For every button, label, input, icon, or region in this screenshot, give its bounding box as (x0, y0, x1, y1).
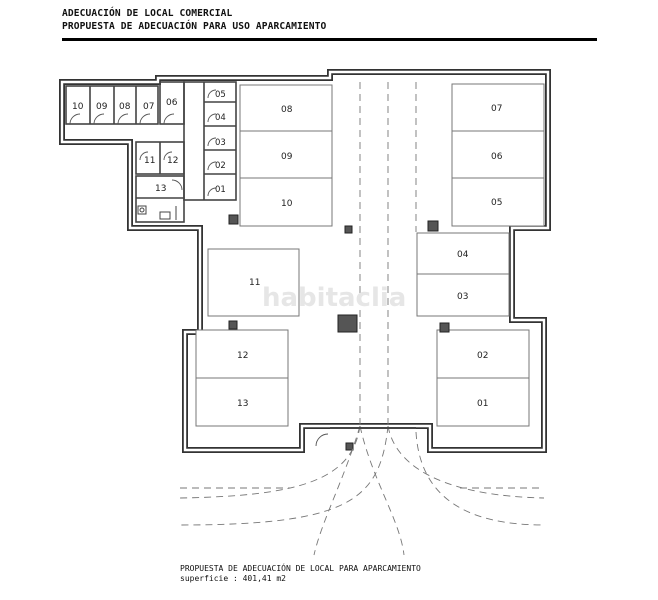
bathroom-label-01: 01 (215, 185, 226, 195)
drive-lanes (179, 82, 545, 556)
watermark: habitaclia (262, 283, 406, 313)
caption-surface: superficie : 401,41 m2 (180, 574, 286, 583)
parking-label-05: 05 (491, 198, 502, 208)
structural-columns (228, 214, 450, 451)
door-swings (69, 89, 329, 447)
parking-label-03: 03 (457, 292, 468, 302)
parking-label-07: 07 (491, 104, 502, 114)
storage-label-12: 12 (167, 156, 178, 166)
storage-label-09: 09 (96, 102, 108, 112)
sanitary-fixtures (137, 205, 177, 220)
parking-label-10: 10 (281, 199, 293, 209)
header-rule (62, 38, 597, 41)
bathroom-label-03: 03 (215, 138, 226, 148)
storage-label-10: 10 (72, 102, 84, 112)
parking-bays-right (416, 83, 545, 427)
parking-label-02: 02 (477, 351, 488, 361)
bathroom-label-05: 05 (215, 90, 226, 100)
storage-label-07: 07 (143, 102, 154, 112)
outer-wall-inner-line (60, 70, 550, 452)
parking-label-13: 13 (237, 399, 248, 409)
bathroom-label-04: 04 (215, 113, 226, 123)
storage-label-08: 08 (119, 102, 131, 112)
parking-label-12: 12 (237, 351, 248, 361)
parking-label-04: 04 (457, 250, 469, 260)
bathroom-label-02: 02 (215, 161, 226, 171)
storage-room-walls (65, 81, 237, 223)
parking-label-08: 08 (281, 105, 293, 115)
storage-label-11: 11 (144, 156, 155, 166)
parking-label-06: 06 (491, 152, 503, 162)
parking-label-01: 01 (477, 399, 488, 409)
parking-label-09: 09 (281, 152, 293, 162)
drawing-header: ADECUACIÓN DE LOCAL COMERCIAL PROPUESTA … (62, 7, 597, 41)
drawing-title: ADECUACIÓN DE LOCAL COMERCIAL (62, 8, 233, 19)
caption-title: PROPUESTA DE ADECUACIÓN DE LOCAL PARA AP… (180, 564, 421, 573)
parking-label-11: 11 (249, 278, 260, 288)
storage-label-06: 06 (166, 98, 178, 108)
storage-label-13: 13 (155, 184, 166, 194)
parking-bays-left (195, 84, 333, 427)
drawing-subtitle: PROPUESTA DE ADECUACIÓN PARA USO APARCAM… (62, 21, 327, 32)
drawing-caption: PROPUESTA DE ADECUACIÓN DE LOCAL PARA AP… (180, 564, 421, 584)
